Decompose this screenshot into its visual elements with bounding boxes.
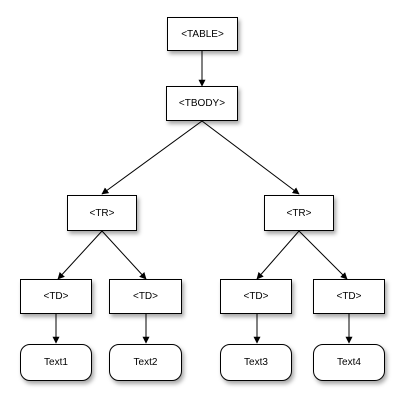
table-node-label: <TABLE> — [181, 28, 224, 40]
tr-node-right: <TR> — [264, 195, 334, 231]
text-node-2: Text2 — [109, 344, 182, 381]
td-node-4: <TD> — [313, 279, 385, 314]
text-node-3: Text3 — [220, 344, 292, 381]
text-node-3-label: Text3 — [244, 357, 268, 368]
text-node-4: Text4 — [313, 344, 385, 381]
text-node-2-label: Text2 — [133, 357, 158, 368]
td-node-3: <TD> — [220, 279, 292, 314]
tr-node-right-label: <TR> — [286, 207, 312, 219]
tbody-node-label: <TBODY> — [178, 98, 226, 109]
text-node-4-label: Text4 — [337, 357, 361, 368]
text-node-1: Text1 — [20, 344, 92, 381]
td-node-3-label: <TD> — [243, 291, 269, 302]
td-node-4-label: <TD> — [336, 291, 362, 302]
edge-tbody-tr-left — [101, 120, 203, 195]
edge-tr-right-td-4 — [298, 230, 348, 280]
table-node: <TABLE> — [167, 17, 238, 51]
tbody-node: <TBODY> — [166, 86, 238, 121]
td-node-1: <TD> — [20, 279, 92, 314]
edge-tr-left-td-1 — [57, 230, 103, 280]
edge-tbody-tr-right — [201, 120, 300, 195]
tr-node-left-label: <TR> — [89, 207, 115, 219]
td-node-2-label: <TD> — [132, 291, 158, 302]
td-node-2: <TD> — [109, 279, 182, 314]
edge-tr-left-td-2 — [101, 230, 147, 280]
text-node-1-label: Text1 — [44, 357, 68, 368]
td-node-1-label: <TD> — [43, 291, 69, 302]
edge-tr-right-td-3 — [256, 230, 300, 280]
tr-node-left: <TR> — [67, 195, 137, 231]
